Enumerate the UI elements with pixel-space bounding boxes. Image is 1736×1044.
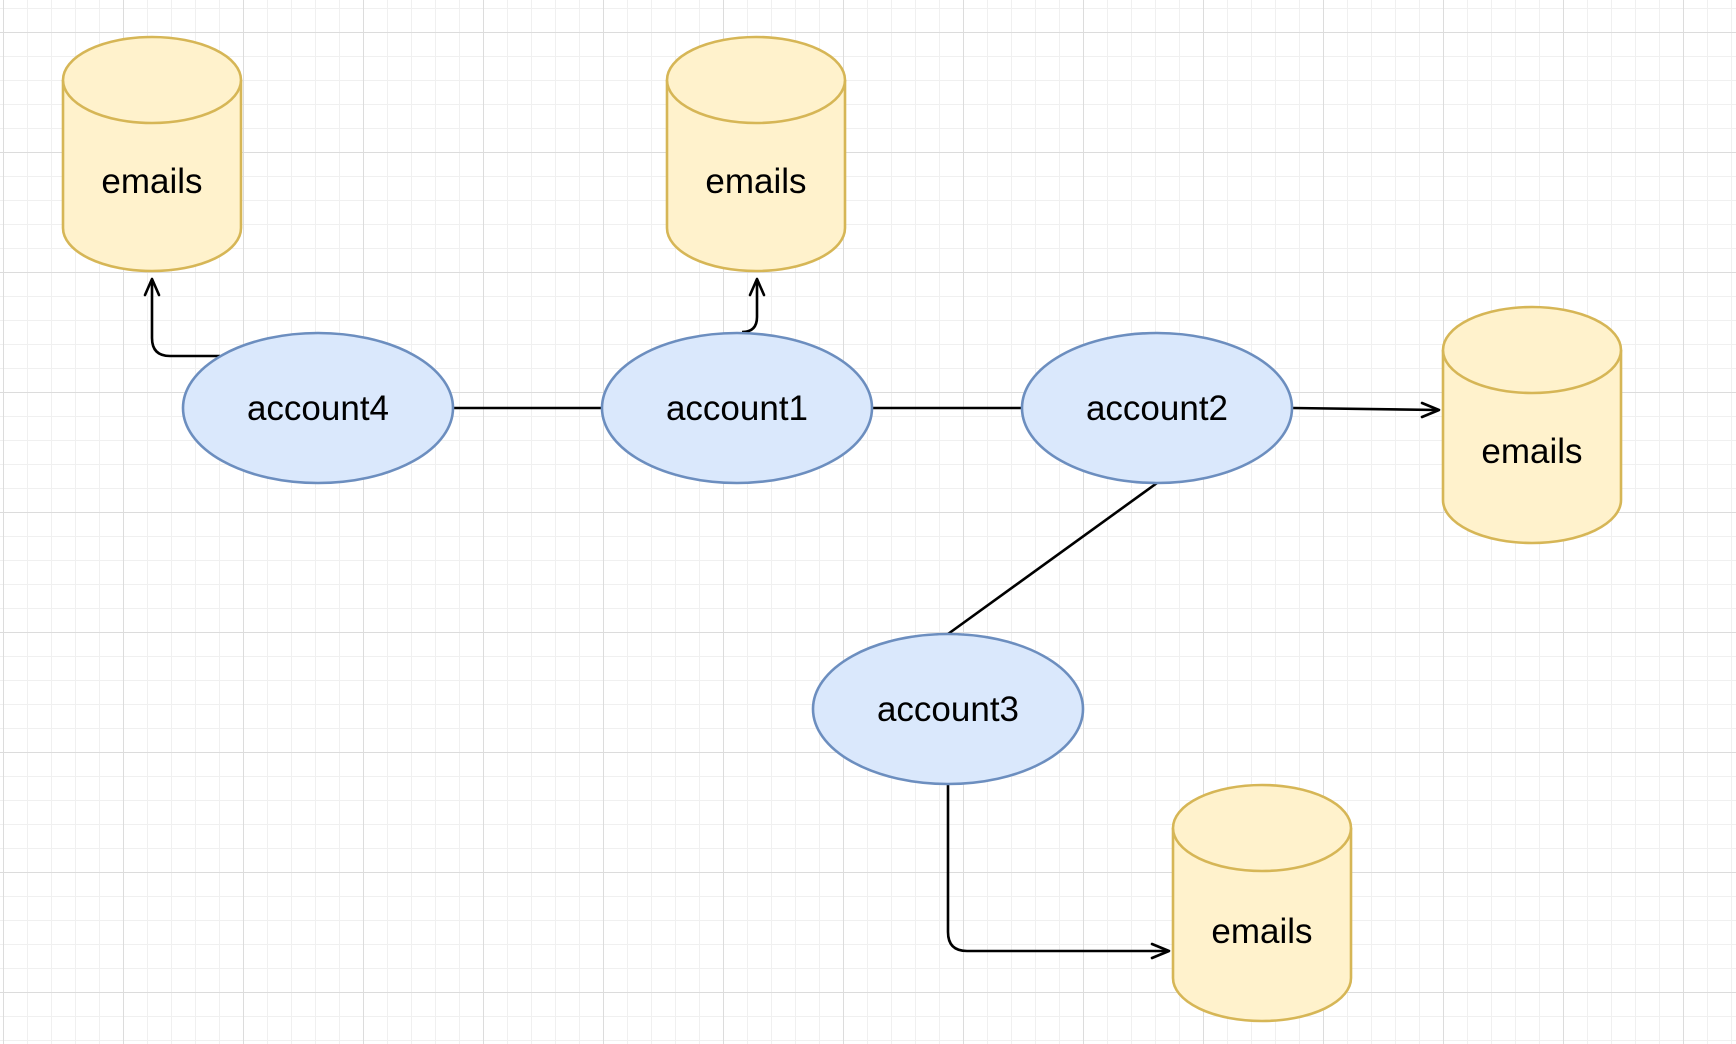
account-node-account1[interactable]: account1 xyxy=(600,331,874,485)
account-label: account2 xyxy=(1086,389,1228,428)
account-label: account3 xyxy=(877,690,1019,729)
edge-account2-account3[interactable] xyxy=(947,481,1158,636)
edge-account3-emails[interactable] xyxy=(946,784,1171,960)
edges xyxy=(143,277,1441,960)
database-label: emails xyxy=(1211,912,1312,951)
database-icon xyxy=(665,35,847,273)
edge-account2-emails[interactable] xyxy=(1292,401,1441,419)
database-icon xyxy=(61,35,243,273)
edge-account1-emails[interactable] xyxy=(741,277,766,334)
database-icon xyxy=(1171,783,1353,1023)
account-label: account4 xyxy=(247,389,389,428)
database-emails-account3[interactable]: emails xyxy=(1171,783,1353,1023)
database-icon xyxy=(1441,305,1623,545)
database-label: emails xyxy=(101,162,202,201)
edge-account4-emails[interactable] xyxy=(143,277,220,358)
database-emails-account1[interactable]: emails xyxy=(665,35,847,273)
database-label: emails xyxy=(705,162,806,201)
account-label: account1 xyxy=(666,389,808,428)
account-node-account4[interactable]: account4 xyxy=(181,331,455,485)
database-emails-account4[interactable]: emails xyxy=(61,35,243,273)
account-node-account2[interactable]: account2 xyxy=(1020,331,1294,485)
account-node-account3[interactable]: account3 xyxy=(811,632,1085,786)
database-label: emails xyxy=(1481,432,1582,471)
database-emails-account2[interactable]: emails xyxy=(1441,305,1623,545)
